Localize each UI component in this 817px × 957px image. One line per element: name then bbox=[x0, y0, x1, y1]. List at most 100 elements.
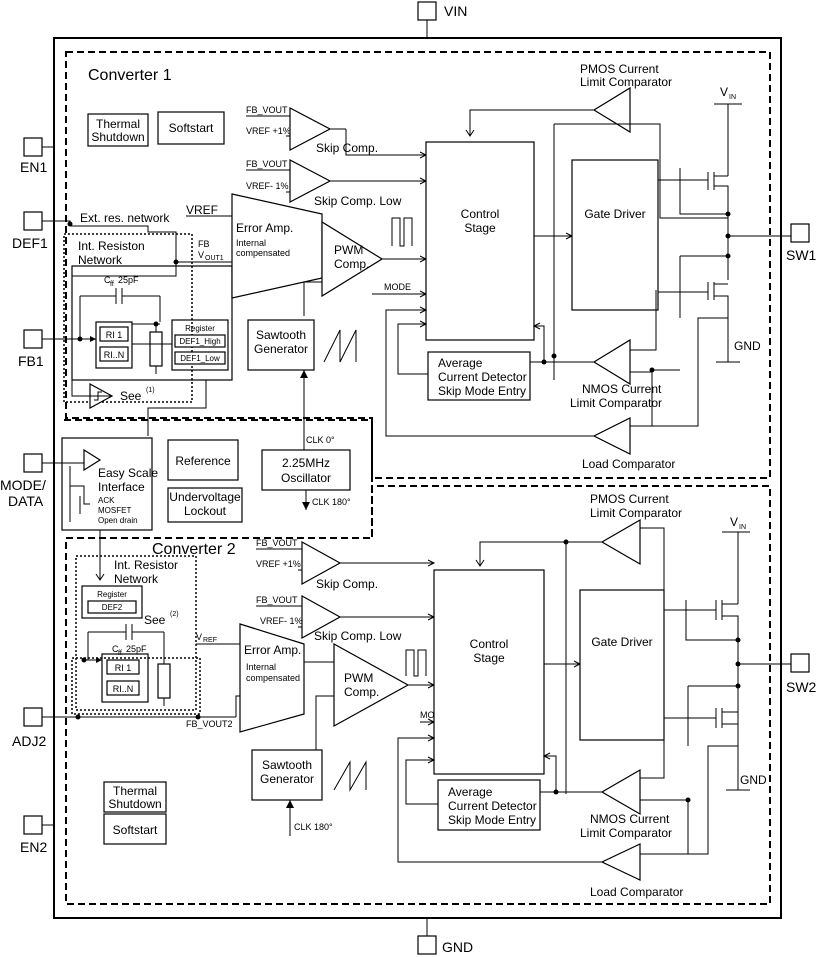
svg-text:ACK: ACK bbox=[98, 496, 115, 505]
svg-text:Thermal: Thermal bbox=[96, 117, 140, 131]
nmos-comparator-2: NMOS Current Limit Comparator bbox=[540, 718, 691, 854]
error-amp-2: V REF Error Amp. Internal compensated bbox=[196, 623, 334, 733]
svg-text:compensated: compensated bbox=[246, 673, 300, 683]
svg-text:See: See bbox=[144, 613, 166, 627]
svg-text:Register: Register bbox=[97, 590, 127, 599]
sawtooth-generator-2: Sawtooth Generator CLK 180° bbox=[251, 749, 367, 836]
svg-text:CLK 180°: CLK 180° bbox=[312, 497, 351, 507]
svg-text:Skip Mode Entry: Skip Mode Entry bbox=[448, 813, 536, 827]
sawtooth-generator-1: Sawtooth Generator bbox=[247, 319, 357, 450]
control-stage-1: Control Stage bbox=[425, 141, 535, 341]
svg-text:GND: GND bbox=[734, 339, 761, 353]
load-comparator-2: Load Comparator bbox=[397, 734, 738, 899]
pin-vin-label: VIN bbox=[444, 3, 467, 19]
svg-text:Skip Comp.: Skip Comp. bbox=[316, 577, 378, 591]
svg-text:VREF: VREF bbox=[186, 203, 218, 217]
svg-text:Limit Comparator: Limit Comparator bbox=[580, 75, 672, 89]
pin-gnd: GND bbox=[417, 918, 473, 955]
svg-text:FB_VOUT: FB_VOUT bbox=[256, 595, 298, 605]
pin-mode-data: MODE/ DATA bbox=[0, 453, 46, 509]
thermal-shutdown-2: Thermal Shutdown bbox=[103, 781, 167, 813]
svg-text:VREF +1%: VREF +1% bbox=[256, 559, 301, 569]
power-stage-1: V IN GND bbox=[658, 85, 791, 363]
skip-comparator-2: FB_VOUT VREF +1% Skip Comp. bbox=[256, 538, 436, 591]
svg-text:Softstart: Softstart bbox=[169, 121, 214, 135]
pin-sw1-label: SW1 bbox=[786, 247, 817, 263]
svg-text:Network: Network bbox=[78, 253, 123, 267]
control-stage-2: Control Stage bbox=[433, 569, 545, 775]
svg-text:Reference: Reference bbox=[175, 454, 231, 468]
skip-comparator-1: FB_VOUT VREF +1% Skip Comp. bbox=[246, 105, 428, 159]
svg-text:Comp.: Comp. bbox=[344, 685, 379, 699]
chip-outline bbox=[53, 37, 782, 919]
pin-en1-label: EN1 bbox=[20, 159, 47, 175]
svg-text:Oscillator: Oscillator bbox=[281, 471, 331, 485]
svg-text:Skip Comp. Low: Skip Comp. Low bbox=[314, 629, 402, 643]
svg-text:REF: REF bbox=[203, 637, 217, 644]
svg-text:2.25MHz: 2.25MHz bbox=[282, 456, 330, 470]
svg-text:Limit Comparator: Limit Comparator bbox=[570, 396, 662, 410]
pin-adj2-label: ADJ2 bbox=[12, 733, 46, 749]
pin-gnd-label: GND bbox=[442, 939, 473, 955]
svg-text:V: V bbox=[730, 515, 738, 529]
svg-text:Internal: Internal bbox=[246, 662, 276, 672]
reference-block: Reference bbox=[167, 439, 239, 481]
svg-text:PMOS Current: PMOS Current bbox=[580, 62, 659, 76]
converter1-boundary bbox=[65, 51, 771, 479]
svg-text:(2): (2) bbox=[170, 611, 179, 618]
int-res-network-1-boundary bbox=[63, 233, 193, 403]
nmos-comparator-1: NMOS Current Limit Comparator bbox=[530, 123, 728, 426]
int-res-network-1-label: Int. Resiston bbox=[78, 239, 145, 253]
svg-text:Shutdown: Shutdown bbox=[108, 797, 161, 811]
pin-en1: EN1 bbox=[20, 137, 54, 175]
int-res-network-2-label: Int. Resistor bbox=[114, 558, 178, 572]
svg-text:RI 1: RI 1 bbox=[115, 663, 132, 673]
svg-text:(1): (1) bbox=[146, 387, 155, 394]
svg-text:Register: Register bbox=[185, 324, 215, 333]
svg-text:Open drain: Open drain bbox=[98, 516, 138, 525]
svg-text:PWM: PWM bbox=[334, 243, 363, 257]
svg-text:Gate Driver: Gate Driver bbox=[584, 207, 645, 221]
svg-text:Current Detector: Current Detector bbox=[438, 370, 527, 384]
gate-driver-2: Gate Driver bbox=[579, 589, 665, 741]
svg-text:Undervoltage: Undervoltage bbox=[169, 490, 241, 504]
svg-text:FB_VOUT: FB_VOUT bbox=[246, 159, 288, 169]
svg-text:VREF- 1%: VREF- 1% bbox=[260, 616, 303, 626]
svg-text:Average: Average bbox=[438, 356, 483, 370]
svg-text:ff: ff bbox=[110, 281, 114, 288]
power-stage-2: V IN GND bbox=[664, 515, 791, 791]
svg-text:Gate Driver: Gate Driver bbox=[591, 635, 652, 649]
svg-text:Comp.: Comp. bbox=[334, 257, 369, 271]
svg-text:CLK 180°: CLK 180° bbox=[294, 822, 333, 832]
oscillator: CLK 0° 2.25MHz Oscillator CLK 180° bbox=[261, 435, 351, 510]
pin-sw1: SW1 bbox=[786, 223, 817, 263]
svg-text:NMOS Current: NMOS Current bbox=[590, 812, 670, 826]
svg-text:RI..N: RI..N bbox=[104, 350, 125, 360]
pin-mode-label: MODE/ bbox=[0, 477, 46, 493]
ext-res-network-label: Ext. res. network bbox=[80, 211, 170, 225]
svg-text:Thermal: Thermal bbox=[113, 784, 157, 798]
svg-text:DEF1_Low: DEF1_Low bbox=[180, 354, 220, 363]
skip-comparator-low-1: FB_VOUT VREF- 1% Skip Comp. Low bbox=[246, 159, 428, 208]
pin-en2-label: EN2 bbox=[20, 839, 47, 855]
svg-text:Generator: Generator bbox=[254, 342, 308, 356]
svg-text:Shutdown: Shutdown bbox=[91, 130, 144, 144]
svg-text:Limit Comparator: Limit Comparator bbox=[580, 826, 672, 840]
svg-text:Stage: Stage bbox=[473, 651, 505, 665]
svg-text:V: V bbox=[198, 250, 204, 260]
softstart-2: Softstart bbox=[103, 813, 167, 845]
svg-text:FB: FB bbox=[198, 239, 210, 249]
svg-text:FB_VOUT: FB_VOUT bbox=[256, 538, 298, 548]
svg-text:Load Comparator: Load Comparator bbox=[590, 885, 683, 899]
svg-text:FB_VOUT2: FB_VOUT2 bbox=[186, 719, 233, 729]
pin-en2: EN2 bbox=[20, 815, 54, 855]
svg-text:Internal: Internal bbox=[236, 238, 266, 248]
gate-driver-1: Gate Driver bbox=[571, 159, 659, 311]
svg-text:Average: Average bbox=[448, 785, 493, 799]
svg-text:RI..N: RI..N bbox=[113, 684, 134, 694]
pmos-comparator-2: PMOS Current Limit Comparator bbox=[475, 492, 682, 794]
svg-text:VREF +1%: VREF +1% bbox=[246, 126, 291, 136]
svg-text:Sawtooth: Sawtooth bbox=[262, 758, 312, 772]
pin-def1: DEF1 bbox=[12, 211, 48, 251]
